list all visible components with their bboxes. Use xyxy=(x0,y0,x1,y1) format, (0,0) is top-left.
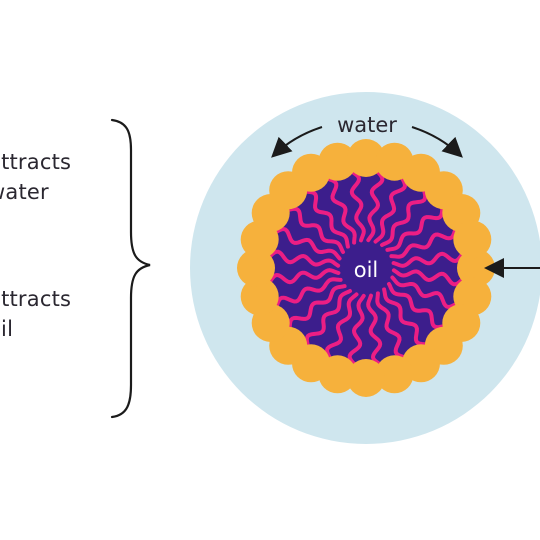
oil-label: oil xyxy=(354,258,379,282)
hydrophilic-head xyxy=(347,139,385,177)
hydrophilic-label-line-1: attracts xyxy=(0,150,72,174)
hydrophilic-head xyxy=(453,220,492,259)
hydrophobic-tail xyxy=(268,249,341,268)
hydrophilic-head xyxy=(347,359,385,397)
hydrophobic-tail xyxy=(275,226,342,261)
hydrophobic-tail xyxy=(324,292,359,359)
hydrophobic-tail xyxy=(385,207,445,252)
water-label: water xyxy=(337,113,397,137)
hydrophobic-tail xyxy=(380,189,428,247)
hydrophobic-tail xyxy=(349,170,366,243)
hydrophobic-tail xyxy=(391,268,464,287)
hydrophobic-label: attracts oil xyxy=(0,284,71,344)
curly-brace xyxy=(110,118,151,419)
hydrophilic-head xyxy=(375,355,414,394)
hydrophobic-label-line-1: attracts xyxy=(0,287,72,311)
hydrophilic-head xyxy=(237,249,275,287)
hydrophobic-tail xyxy=(304,289,352,347)
hydrophobic-tail xyxy=(347,293,366,366)
hydrophilic-head xyxy=(318,142,357,181)
water-right-arrow xyxy=(411,126,463,158)
hydrophobic-tail xyxy=(382,287,427,347)
hydrophobic-tail xyxy=(366,293,383,366)
hydrophobic-tail xyxy=(268,268,341,285)
hydrophobic-tail xyxy=(287,206,345,254)
hydrophobic-tail xyxy=(366,170,385,243)
hydrophobic-tail xyxy=(327,177,357,245)
hydrophilic-label: attracts water xyxy=(0,147,71,207)
hydrophobic-tail xyxy=(287,284,347,329)
hydrophilic-head xyxy=(240,277,279,316)
water-left-arrow xyxy=(271,126,323,158)
hydrophilic-label-line-2: water xyxy=(0,180,49,204)
hydrophobic-tail xyxy=(390,275,457,310)
hydrophobic-tail xyxy=(375,291,405,359)
hydrophobic-tail xyxy=(275,277,343,307)
hydrophobic-tail xyxy=(391,251,464,268)
hydrophobic-tail xyxy=(387,282,445,330)
hydrophobic-tail xyxy=(389,229,457,259)
hydrophobic-tail xyxy=(373,177,408,244)
hydrophobic-tails xyxy=(268,170,464,366)
hydrophobic-label-line-2: oil xyxy=(0,317,14,341)
oil-core xyxy=(248,150,484,386)
hydrophobic-tail xyxy=(305,189,350,249)
